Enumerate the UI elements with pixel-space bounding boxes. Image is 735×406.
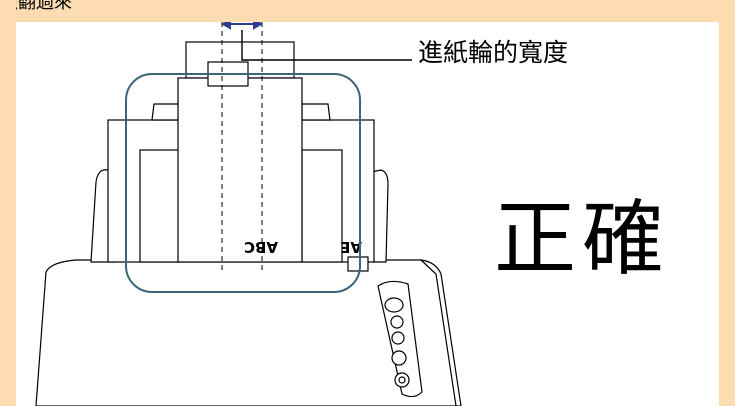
tray-ridge-right — [301, 149, 343, 263]
body-right-edge — [420, 259, 457, 406]
shoulder-left — [151, 103, 181, 121]
right-frame — [719, 0, 735, 406]
button-3 — [391, 350, 407, 366]
paper-text-2: AE — [340, 238, 362, 256]
left-frame — [0, 0, 16, 406]
shoulder-right — [301, 103, 331, 121]
verdict-label: 正確 — [494, 192, 671, 287]
button-2 — [391, 331, 405, 345]
button-top — [384, 297, 404, 313]
top-frame: 照翻過來 — [0, 0, 735, 22]
highlight-outline — [125, 73, 361, 293]
paper-stack — [177, 77, 303, 263]
button-1 — [390, 315, 404, 329]
callout-label: 進紙輪的寬度 — [418, 38, 569, 67]
diagram-panel: ABC AE 進紙輪的寬度 正確 — [16, 22, 719, 406]
tray-ridge-left — [139, 149, 181, 263]
paper-text: ABC — [244, 238, 278, 256]
callout-leader — [241, 30, 412, 61]
side-guide-right — [370, 169, 389, 263]
stopper-tab — [347, 256, 369, 272]
scanner-illustration: ABC AE — [35, 22, 462, 406]
header-text: 照翻過來 — [0, 0, 72, 13]
